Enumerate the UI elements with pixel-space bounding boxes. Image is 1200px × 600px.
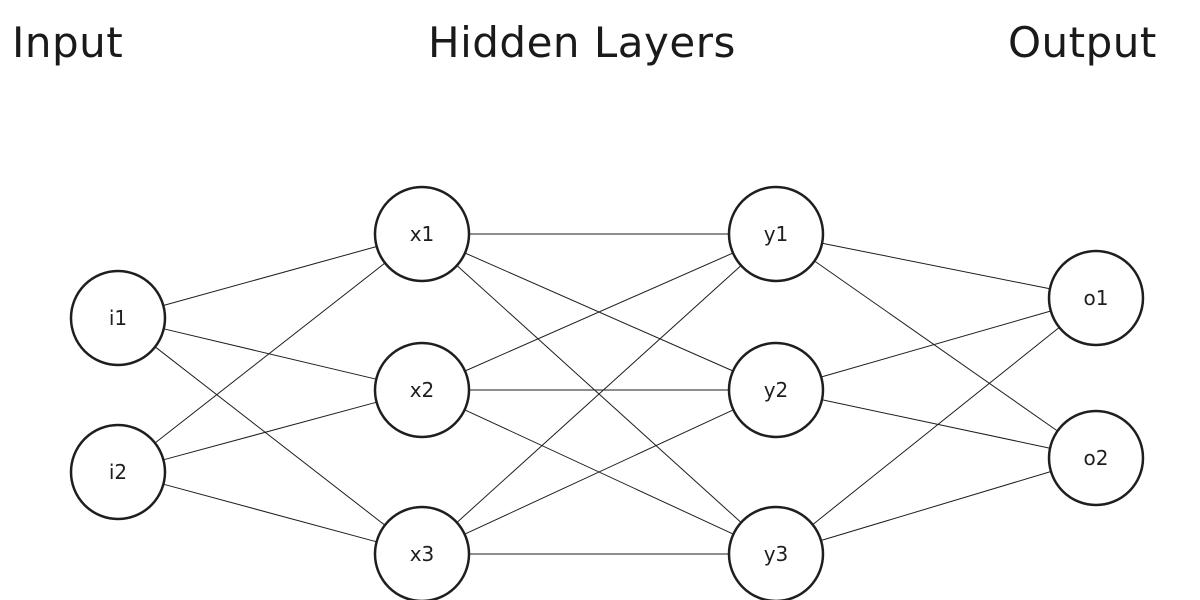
node-i2: i2	[69, 423, 167, 521]
edge-x2-y1	[464, 252, 734, 372]
node-label: y2	[764, 378, 789, 402]
node-label: y1	[764, 222, 789, 246]
node-label: i2	[109, 460, 127, 484]
node-y3: y3	[727, 505, 825, 600]
node-y2: y2	[727, 341, 825, 439]
edge-y2-o1	[821, 310, 1051, 378]
node-circle	[727, 341, 825, 439]
node-label: i1	[109, 306, 127, 330]
node-x2: x2	[373, 341, 471, 439]
edges-group	[154, 233, 1060, 555]
node-circle	[1047, 249, 1145, 347]
output-layer-title: Output	[1008, 18, 1157, 67]
edge-y1-o1	[822, 242, 1050, 290]
node-label: x1	[410, 222, 435, 246]
node-o1: o1	[1047, 249, 1145, 347]
node-circle	[727, 505, 825, 600]
edge-i1-x2	[163, 328, 377, 380]
node-label: o2	[1084, 446, 1109, 470]
hidden-layers-title: Hidden Layers	[428, 18, 736, 67]
edge-i1-x1	[163, 246, 377, 306]
edge-y2-o2	[821, 399, 1051, 449]
edge-i2-x3	[163, 483, 377, 543]
node-circle	[69, 423, 167, 521]
node-o2: o2	[1047, 409, 1145, 507]
node-circle	[373, 185, 471, 283]
node-label: x3	[410, 542, 435, 566]
edge-i2-x2	[163, 401, 377, 461]
node-circle	[1047, 409, 1145, 507]
node-x3: x3	[373, 505, 471, 600]
edge-i2-x1	[154, 262, 386, 444]
edge-i1-x3	[154, 346, 386, 526]
node-y1: y1	[727, 185, 825, 283]
node-circle	[727, 185, 825, 283]
edge-x3-y1	[456, 265, 742, 523]
node-label: x2	[410, 378, 435, 402]
nodes-group: i1 i2 x1 x2 x3 y1 y2 y3 o1 o2	[69, 185, 1145, 600]
edge-x3-y2	[464, 409, 734, 535]
node-circle	[373, 341, 471, 439]
node-label: o1	[1084, 286, 1109, 310]
input-layer-title: Input	[12, 18, 124, 67]
edge-y3-o2	[820, 471, 1052, 541]
node-x1: x1	[373, 185, 471, 283]
node-circle	[373, 505, 471, 600]
node-circle	[69, 269, 167, 367]
node-label: y3	[764, 542, 789, 566]
edge-y3-o1	[812, 327, 1060, 525]
node-i1: i1	[69, 269, 167, 367]
edge-y1-o2	[814, 260, 1058, 432]
